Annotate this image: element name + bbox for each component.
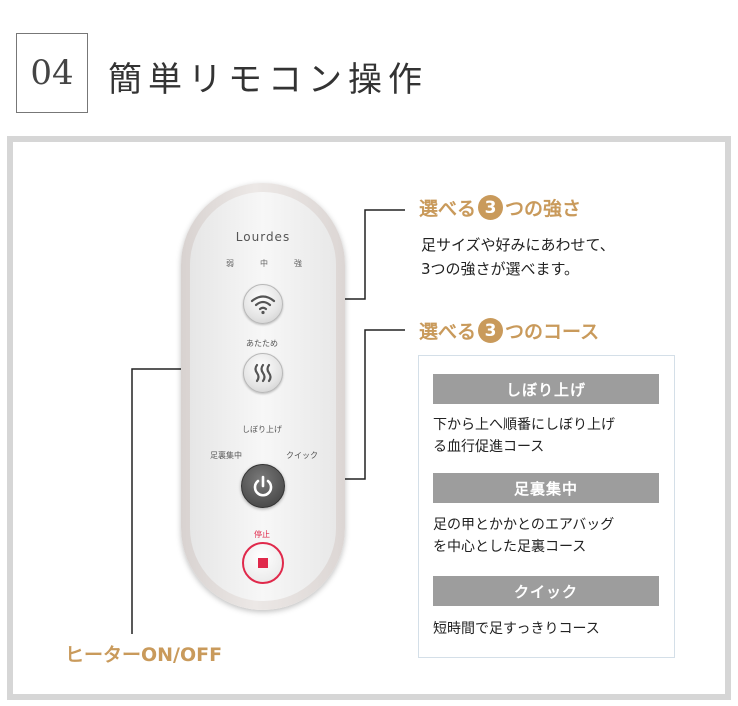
squeeze-label: しぼり上げ xyxy=(242,425,282,434)
stop-square-icon xyxy=(258,558,268,568)
strength-level-labels: 弱 中 強 xyxy=(226,258,302,269)
strength-title-suffix: つの強さ xyxy=(505,198,582,220)
brand-logo: Lourdes xyxy=(235,230,291,244)
course-sole-description: 足の甲とかかとのエアバッグ を中心とした足裏コース xyxy=(433,514,614,558)
wifi-wave-icon xyxy=(250,295,276,315)
course-sole-line2: を中心とした足裏コース xyxy=(433,539,587,555)
level-strong-label: 強 xyxy=(294,259,302,268)
strength-button[interactable] xyxy=(243,284,283,324)
level-weak-label: 弱 xyxy=(226,259,234,268)
course-title-prefix: 選べる xyxy=(419,321,477,343)
section-number: 04 xyxy=(16,33,88,113)
heater-label: ヒーターON/OFF xyxy=(65,644,223,666)
stop-button[interactable] xyxy=(242,542,284,584)
course-squeeze-line1: 下から上へ順番にしぼり上げ xyxy=(433,417,615,433)
course-number-badge: 3 xyxy=(478,318,504,343)
course-quick-header: クイック xyxy=(433,576,659,606)
remote-control: Lourdes 弱 中 強 あたため xyxy=(181,183,345,610)
remote-face: Lourdes 弱 中 強 あたため xyxy=(190,192,336,601)
heat-wave-icon xyxy=(254,363,272,383)
remote-feature-panel: Lourdes 弱 中 強 あたため xyxy=(7,136,731,700)
course-squeeze-line2: る血行促進コース xyxy=(433,439,545,455)
course-sole-header: 足裏集中 xyxy=(433,473,659,503)
strength-desc-line2: 3つの強さが選べます。 xyxy=(421,260,580,278)
warm-label: あたため xyxy=(246,339,278,348)
course-sole-line1: 足の甲とかかとのエアバッグ xyxy=(433,517,615,533)
course-title: 選べる 3 つのコース xyxy=(419,317,599,344)
strength-description: 足サイズや好みにあわせて、 3つの強さが選べます。 xyxy=(421,233,615,281)
course-squeeze-description: 下から上へ順番にしぼり上げ る血行促進コース xyxy=(433,414,615,458)
course-quick-description: 短時間で足すっきりコース xyxy=(433,618,600,640)
power-icon xyxy=(253,475,273,497)
strength-number-badge: 3 xyxy=(478,195,504,220)
level-medium-label: 中 xyxy=(260,259,268,268)
course-list: しぼり上げ 下から上へ順番にしぼり上げ る血行促進コース 足裏集中 足の甲とかか… xyxy=(418,355,675,658)
stop-label: 停止 xyxy=(254,530,270,539)
section-header: 04 簡単リモコン操作 xyxy=(0,0,738,120)
course-squeeze-header: しぼり上げ xyxy=(433,374,659,404)
section-title: 簡単リモコン操作 xyxy=(108,60,428,100)
strength-title-prefix: 選べる xyxy=(419,198,477,220)
sole-focus-label: 足裏集中 xyxy=(210,451,242,460)
heater-button[interactable] xyxy=(243,353,283,393)
course-quick-line1: 短時間で足すっきりコース xyxy=(433,621,600,637)
strength-desc-line1: 足サイズや好みにあわせて、 xyxy=(421,236,615,254)
strength-title: 選べる 3 つの強さ xyxy=(419,194,581,221)
course-title-suffix: つのコース xyxy=(505,321,600,343)
quick-label: クイック xyxy=(286,451,318,460)
course-button[interactable] xyxy=(241,464,285,508)
